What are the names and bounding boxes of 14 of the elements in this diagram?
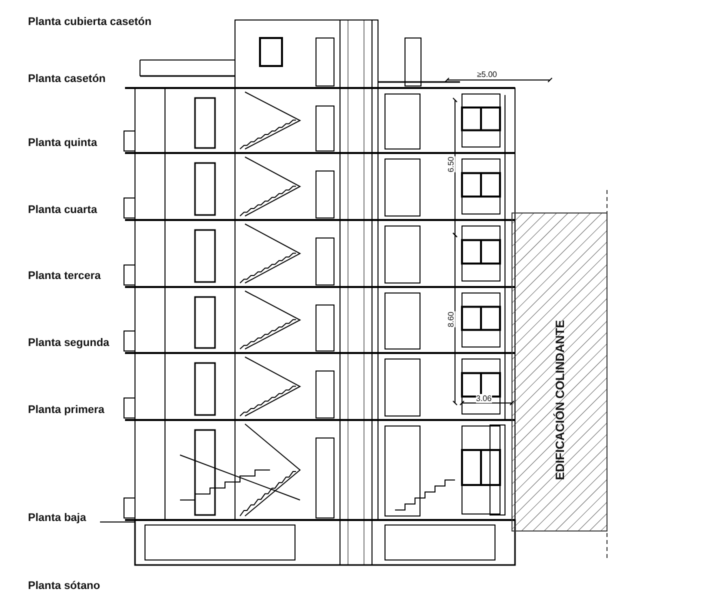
floor-level-label: Planta tercera xyxy=(28,270,101,282)
floor-level-label: Planta cubierta casetón xyxy=(28,16,152,28)
floor-level-label: Planta segunda xyxy=(28,337,110,349)
floor-level-label: Planta primera xyxy=(28,404,104,416)
dimension-value: 8.60 xyxy=(446,312,456,328)
floor-level-label: Planta sótano xyxy=(28,580,100,592)
dimension-value: 3.06 xyxy=(476,394,492,403)
dimension-value: 6.50 xyxy=(446,156,456,172)
floor-level-label: Planta casetón xyxy=(28,73,106,85)
floor-level-label: Planta baja xyxy=(28,512,86,524)
neighbouring-building-label: EDIFICACIÓN COLINDANTE xyxy=(553,320,567,480)
floor-level-label: Planta cuarta xyxy=(28,204,98,216)
dimension-value: ≥5.00 xyxy=(477,70,497,79)
floor-level-label: Planta quinta xyxy=(28,137,98,149)
